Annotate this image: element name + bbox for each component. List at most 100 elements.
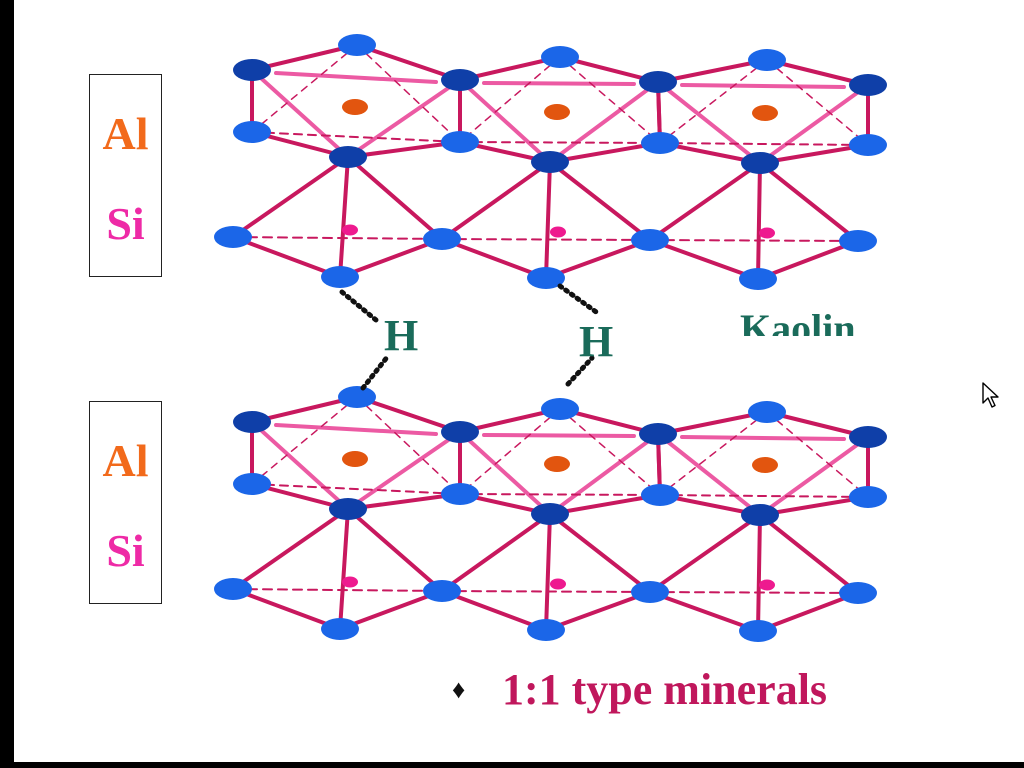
layer-2-structure bbox=[214, 386, 887, 642]
silicon-atom bbox=[342, 576, 358, 588]
oxygen-atom bbox=[423, 580, 461, 602]
oxygen-atom bbox=[741, 152, 779, 174]
bond-line bbox=[758, 83, 870, 165]
bond-line bbox=[548, 493, 662, 516]
hydroxyl-atom bbox=[338, 386, 376, 408]
bond-line bbox=[346, 492, 462, 511]
hydrogen-bonds bbox=[339, 283, 602, 391]
bond-line bbox=[656, 432, 762, 517]
hydroxyl-atom bbox=[541, 398, 579, 420]
bond-line bbox=[338, 507, 350, 631]
hydrogen-label: H bbox=[579, 317, 614, 366]
hydroxyl-atom bbox=[541, 46, 579, 68]
hydroxyl-atom bbox=[849, 74, 887, 96]
dashed-bond-line bbox=[766, 59, 869, 146]
dashed-bond-line bbox=[459, 141, 661, 144]
aluminum-atom bbox=[342, 451, 368, 467]
bond-line bbox=[346, 430, 462, 511]
oxygen-atom bbox=[527, 267, 565, 289]
silicon-atom bbox=[759, 579, 775, 591]
dashed-bond-line bbox=[659, 59, 768, 144]
si-label: Si bbox=[106, 198, 145, 249]
bond-line bbox=[231, 587, 342, 631]
dashed-bond-line bbox=[649, 239, 859, 242]
oxygen-atom bbox=[741, 504, 779, 526]
oxygen-atom bbox=[531, 151, 569, 173]
dashed-bond-line bbox=[659, 494, 869, 498]
hydroxyl-atom bbox=[849, 426, 887, 448]
mineral-name-clip: Kaolin bbox=[734, 300, 904, 337]
oxygen-atom bbox=[531, 503, 569, 525]
oxygen-atom bbox=[849, 486, 887, 508]
oxygen-atom bbox=[739, 268, 777, 290]
mineral-name-label: Kaolin bbox=[740, 306, 856, 337]
hydrogen-bond-line bbox=[557, 283, 602, 317]
dashed-bond-line bbox=[459, 493, 661, 496]
hydroxyl-atom bbox=[338, 34, 376, 56]
aluminum-atom bbox=[752, 105, 778, 121]
bond-line bbox=[648, 513, 762, 594]
bond-line bbox=[548, 160, 652, 242]
dashed-bond-line bbox=[459, 408, 561, 495]
dashed-bond-line bbox=[559, 408, 661, 496]
oxygen-atom bbox=[631, 581, 669, 603]
hydroxyl-atom bbox=[441, 421, 479, 443]
hydrogen-bond-line bbox=[565, 355, 595, 387]
bond-line bbox=[346, 78, 462, 159]
oxygen-atom bbox=[739, 620, 777, 642]
bond-line bbox=[548, 432, 660, 516]
al-label: Al bbox=[102, 435, 149, 486]
bond-line bbox=[338, 589, 444, 631]
aluminum-atom bbox=[544, 104, 570, 120]
bond-line bbox=[756, 239, 860, 281]
dashed-bond-line bbox=[232, 236, 443, 240]
bond-line bbox=[548, 80, 660, 164]
bond-line bbox=[482, 433, 636, 438]
oxygen-atom bbox=[214, 578, 252, 600]
bond-line bbox=[458, 430, 552, 516]
bond-line bbox=[338, 155, 350, 279]
bond-line bbox=[756, 513, 762, 633]
bond-line bbox=[648, 238, 760, 281]
bond-line bbox=[756, 161, 762, 281]
al-label: Al bbox=[102, 108, 149, 159]
hydroxyl-atom bbox=[233, 59, 271, 81]
dashed-bond-line bbox=[251, 131, 461, 143]
bond-line bbox=[656, 58, 769, 84]
layer-label-box-2: Al Si bbox=[89, 401, 162, 604]
bond-line bbox=[231, 155, 350, 239]
oxygen-atom bbox=[214, 226, 252, 248]
diamond-bullet-icon: ♦ bbox=[452, 675, 466, 704]
dashed-bond-line bbox=[441, 238, 651, 241]
aluminum-atom bbox=[752, 457, 778, 473]
hydroxyl-atom bbox=[748, 401, 786, 423]
bond-line bbox=[458, 78, 552, 164]
aluminum-atom bbox=[342, 99, 368, 115]
dashed-bond-line bbox=[251, 396, 358, 485]
dashed-bond-line bbox=[649, 591, 859, 594]
dashed-bond-line bbox=[232, 588, 443, 592]
bond-line bbox=[756, 591, 860, 633]
oxygen-atom bbox=[641, 484, 679, 506]
bond-line bbox=[231, 507, 350, 591]
hydroxyl-atom bbox=[639, 71, 677, 93]
oxygen-atom bbox=[321, 618, 359, 640]
bond-line bbox=[656, 80, 762, 165]
caption-text: 1:1 type minerals bbox=[502, 665, 828, 714]
bond-line bbox=[440, 237, 548, 280]
bond-line bbox=[648, 161, 762, 242]
oxygen-atom bbox=[441, 131, 479, 153]
bond-line bbox=[250, 420, 350, 511]
oxygen-atom bbox=[631, 229, 669, 251]
oxygen-atom bbox=[321, 266, 359, 288]
kaolinite-structure-diagram bbox=[214, 34, 887, 642]
oxygen-atom bbox=[423, 228, 461, 250]
bond-line bbox=[544, 160, 552, 280]
bond-line bbox=[758, 161, 860, 243]
dashed-bond-line bbox=[559, 56, 661, 144]
oxygen-atom bbox=[839, 582, 877, 604]
bond-line bbox=[544, 512, 552, 632]
layer-label-box-1: Al Si bbox=[89, 74, 162, 277]
bond-line bbox=[250, 68, 350, 159]
dashed-bond-line bbox=[251, 44, 358, 133]
